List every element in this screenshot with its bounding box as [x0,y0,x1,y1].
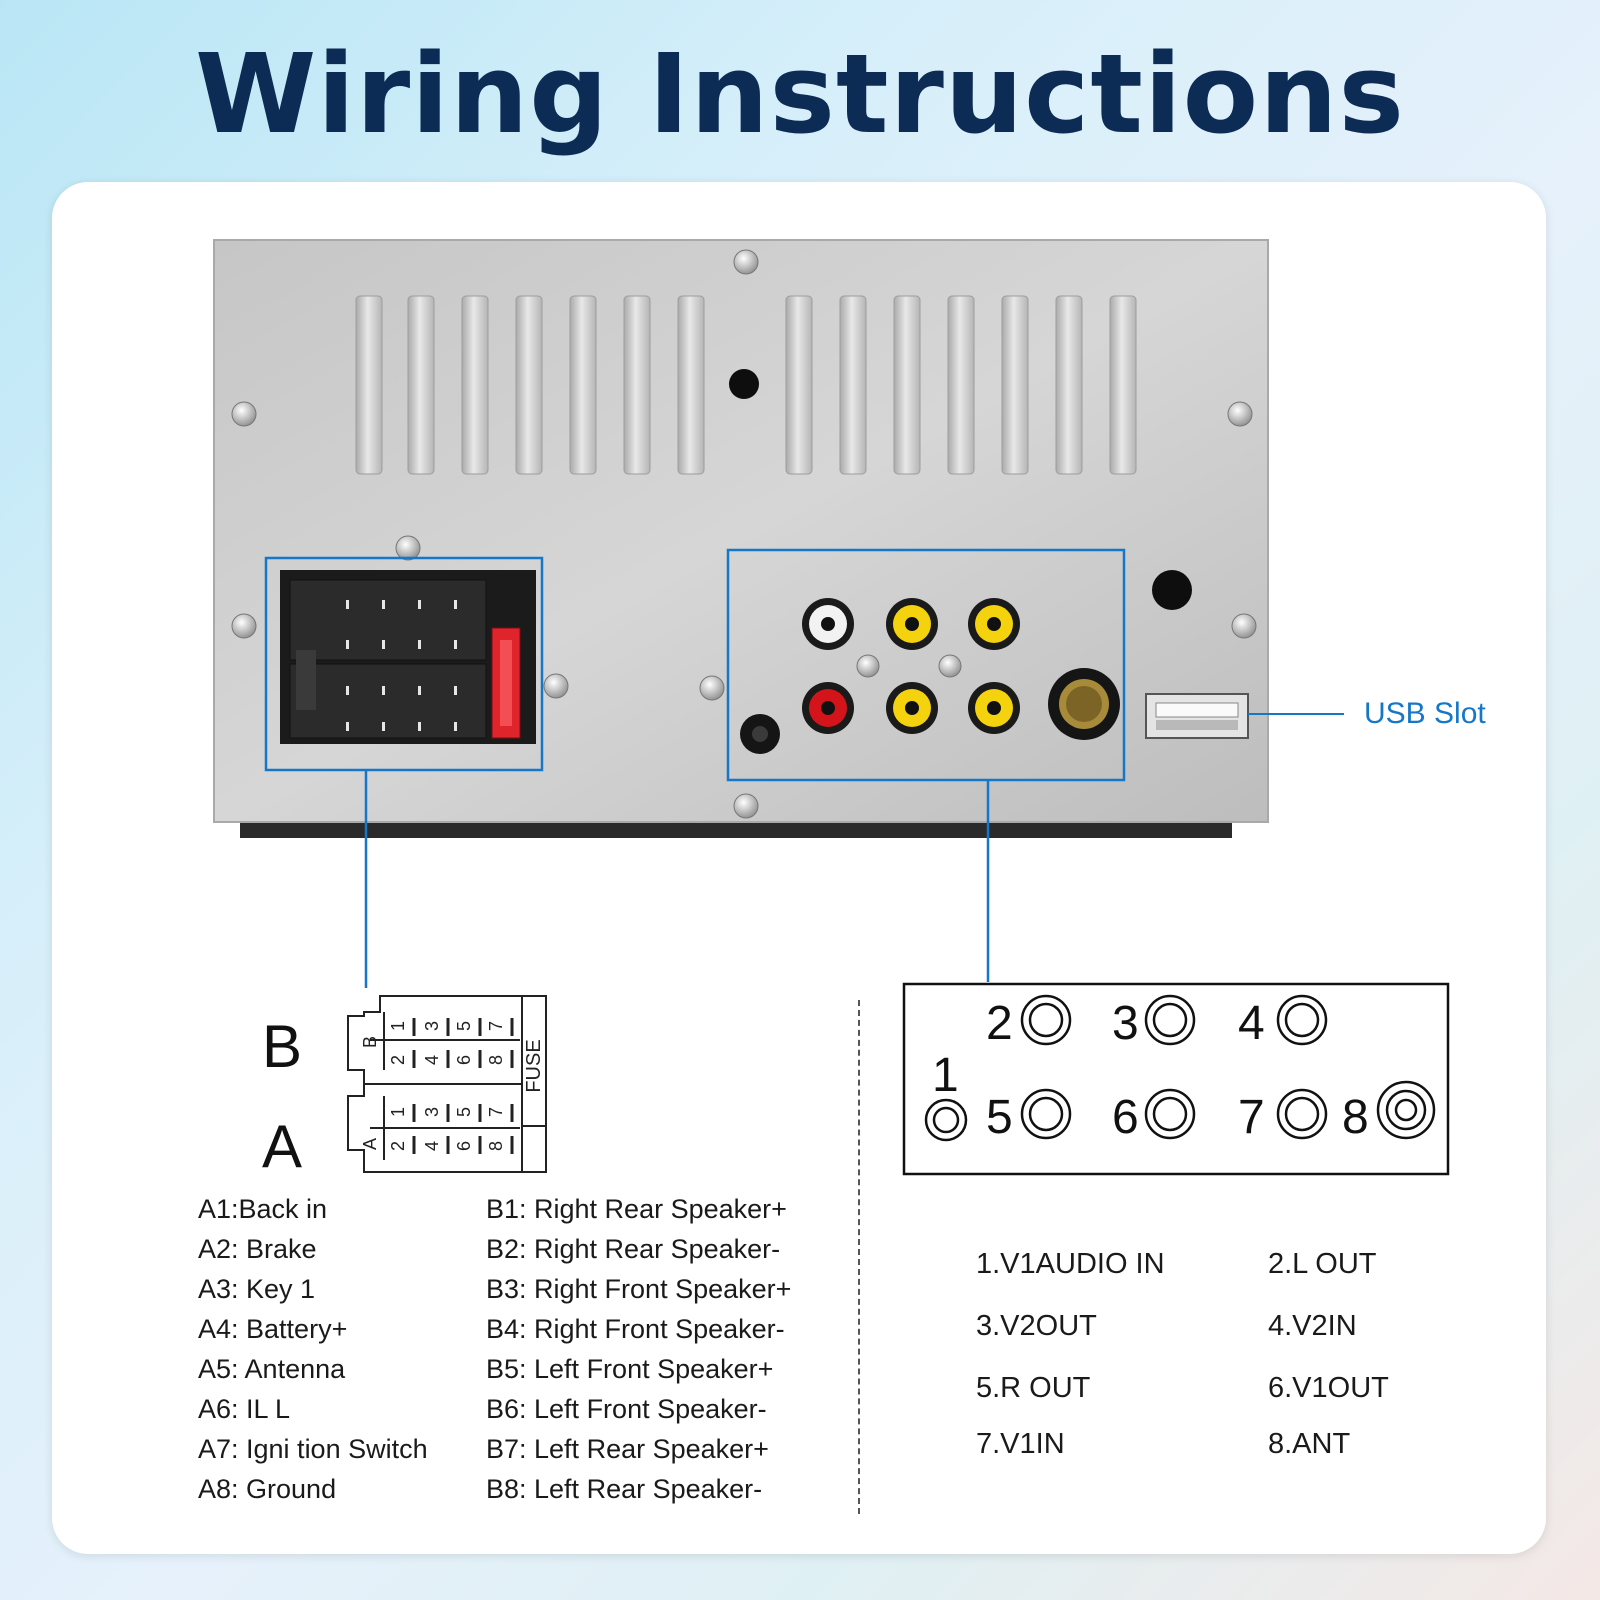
rca-legend-5: 5.R OUT [976,1372,1091,1404]
pin-b2: B2: Right Rear Speaker- [486,1234,781,1264]
pin-num-b3: 3 [422,1021,442,1031]
rca-highlight-box [726,548,1126,782]
pin-b8: B8: Left Rear Speaker- [486,1474,763,1504]
pin-a5: A5: Antenna [198,1354,346,1384]
fuse-label: FUSE [523,1039,545,1092]
pin-a2: A2: Brake [198,1234,317,1264]
iso-pin-ticks [412,1018,514,1154]
schematic-letter-a: A [360,1138,380,1150]
page-title: Wiring Instructions [194,30,1406,158]
usb-slot-label: USB Slot [1364,697,1486,730]
rca-schematic [902,982,1450,1176]
pin-b7: B7: Left Rear Speaker+ [486,1434,769,1464]
pin-num-b8: 8 [486,1055,506,1065]
mounting-hole [729,369,759,399]
schematic-letter-b: B [360,1036,380,1048]
rca-legend-2: 2.L OUT [1268,1248,1377,1280]
rca-legend-3: 3.V2OUT [976,1310,1097,1342]
rca-legend-8: 8.ANT [1268,1428,1351,1460]
pin-b1: B1: Right Rear Speaker+ [486,1194,787,1224]
port-number-8: 8 [1342,1091,1369,1144]
pin-a4: A4: Battery+ [198,1314,348,1344]
pin-a6: A6: IL L [198,1394,291,1424]
iso-connector-schematic [347,995,547,1173]
pin-num-a4: 4 [422,1141,442,1151]
port-number-1: 1 [932,1049,959,1102]
port-number-5: 5 [986,1091,1013,1144]
pin-num-b1: 1 [388,1021,408,1031]
port-number-2: 2 [986,997,1013,1050]
pin-a1: A1:Back in [198,1194,328,1224]
pin-num-a8: 8 [486,1141,506,1151]
port-number-3: 3 [1112,997,1139,1050]
iso-connector-socket[interactable] [280,570,536,744]
usb-port[interactable] [1145,693,1249,739]
pin-a3: A3: Key 1 [198,1274,316,1304]
pin-num-b7: 7 [486,1021,506,1031]
pin-b6: B6: Left Front Speaker- [486,1394,767,1424]
port-number-6: 6 [1112,1091,1139,1144]
port-number-7: 7 [1238,1091,1265,1144]
heat-sink-fins [355,295,1137,475]
rca-legend-6: 6.V1OUT [1268,1372,1389,1404]
pin-num-a2: 2 [388,1141,408,1151]
rca-jack-panel[interactable] [740,598,1120,754]
pin-num-a6: 6 [454,1141,474,1151]
group-a-letter: A [262,1113,303,1180]
rca-legend-7: 7.V1IN [976,1428,1065,1460]
pin-num-b2: 2 [388,1055,408,1065]
group-b-letter: B [262,1013,303,1080]
rca-legend-4: 4.V2IN [1268,1310,1357,1342]
pin-num-b4: 4 [422,1055,442,1065]
pin-b3: B3: Right Front Speaker+ [486,1274,792,1304]
pin-num-a3: 3 [422,1107,442,1117]
iso-highlight-box [264,556,544,772]
pin-b4: B4: Right Front Speaker- [486,1314,785,1344]
pin-num-b5: 5 [454,1021,474,1031]
pin-a7: A7: Igni tion Switch [198,1434,428,1464]
mounting-hole [1152,570,1192,610]
pin-num-a7: 7 [486,1107,506,1117]
pin-num-b6: 6 [454,1055,474,1065]
section-divider [858,1000,860,1514]
pin-num-a1: 1 [388,1107,408,1117]
screws [231,249,1257,819]
pin-num-a5: 5 [454,1107,474,1117]
pin-a8: A8: Ground [198,1474,337,1504]
port-number-4: 4 [1238,997,1265,1050]
rca-legend-1: 1.V1AUDIO IN [976,1248,1165,1280]
pin-b5: B5: Left Front Speaker+ [486,1354,774,1384]
